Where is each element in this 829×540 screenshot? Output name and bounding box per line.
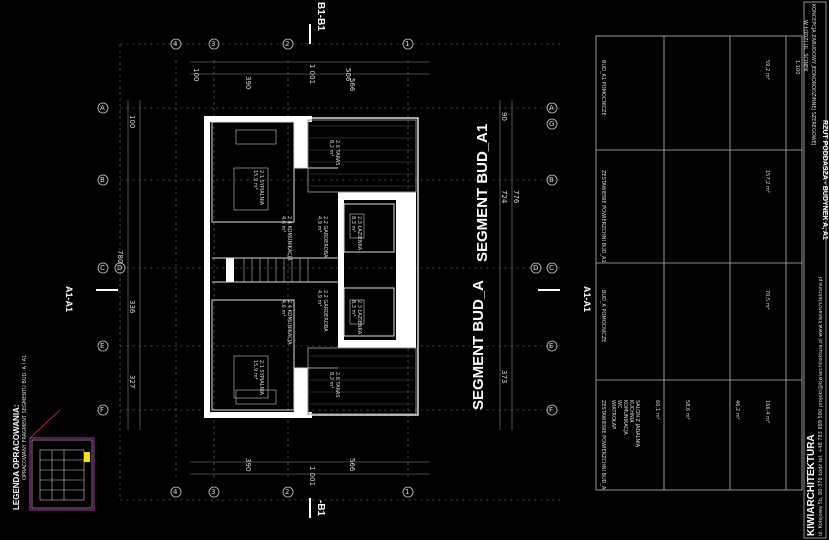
axis-label-c-right: C — [549, 264, 554, 272]
dim-bottom-b: 390 — [244, 458, 252, 472]
axis-label-b-left: B — [100, 176, 105, 184]
axis-label-4-bottom: 4 — [173, 488, 178, 496]
table-a-title: ZESTAWIENIE POWIERZCHNI BUD_A — [600, 400, 606, 490]
table-a-sum1: 58,6 m² — [684, 400, 690, 420]
table-a-sum2: 46,2 m² — [734, 400, 740, 420]
dim-left-c: 780 — [116, 250, 124, 264]
room-a-2-1: 2.1 SYPIALNIA — [258, 360, 264, 396]
table-a1-title: ZESTAWIENIE POWIERZCHNI BUD_A1 — [600, 170, 606, 263]
dim-left-a: 100 — [128, 115, 136, 129]
axis-label-2-bottom: 2 — [285, 488, 290, 496]
dim-right-c: 373 — [500, 370, 508, 384]
room-a-2-4: 2.4 KOMUNIKACJA — [286, 300, 292, 345]
axis-label-e-right: E — [549, 342, 554, 350]
section-b1-bottom: -B1 — [315, 500, 326, 517]
axis-label-d-left: D — [117, 264, 123, 272]
room-a1-2-6-area: 8,2 m² — [328, 140, 334, 157]
title-project: KONCEPCJA ZABUDOWY JEDNORODZINNEJ SZEREG… — [810, 4, 816, 146]
table-a-row-0-5: SALON Z JADALNIĄ — [634, 400, 640, 447]
room-a1-2-1: 2.1 SYPIALNIA — [258, 170, 264, 206]
axis-label-e-left: E — [100, 342, 105, 350]
dim-bottom-a: 566 — [348, 458, 356, 472]
room-a1-2-3-area: 8,3 m² — [350, 216, 356, 233]
room-a1-2-3: 2.3 ŁAZIENKA — [356, 216, 362, 251]
title-location: W ŁODZI UL. ŚCINEK — [802, 20, 808, 72]
axis-label-1-bottom: 1 — [405, 488, 410, 496]
segment-a1-label: SEGMENT BUD_A1 — [474, 123, 491, 262]
axis-label-1-top: 1 — [405, 40, 410, 48]
room-a-2-6-area: 8,2 m² — [328, 372, 334, 389]
legend-frame — [29, 437, 95, 511]
axis-label-g-right: G — [549, 120, 555, 128]
dim-bottom: 1 001 — [308, 466, 316, 487]
axis-label-c-left: C — [100, 264, 105, 272]
room-a1-2-6: 2.6 TARAS — [334, 140, 340, 166]
room-a-2-4-area: 4,6 m² — [280, 300, 286, 317]
firm-name: KIWIARCHITEKTURA — [806, 434, 817, 536]
dim-top-inner-a: 390 — [244, 76, 252, 90]
section-a1-left: A1-A1 — [64, 286, 74, 313]
axis-label-3-bottom: 3 — [211, 488, 216, 496]
axis-label-a-left: A — [100, 104, 105, 112]
axis-label-d-right: D — [533, 264, 539, 272]
axis-label-b-right: B — [549, 176, 554, 184]
axis-label-a-right: A — [549, 104, 554, 112]
axis-label-3-top: 3 — [211, 40, 216, 48]
room-a-2-3-area: 8,3 m² — [350, 300, 356, 317]
room-a-2-2: 2.2 GARDEROBA — [322, 290, 328, 332]
table-a-total: 166,4 m² — [764, 400, 770, 423]
room-a-2-1-area: 15,9 m² — [252, 360, 258, 380]
dim-right-b: 724 — [500, 190, 508, 204]
legend-caption: OPRACOWANY FRAGMENT SEGMENTU BUD. A I A1 — [22, 354, 28, 480]
section-a1-right: A1-A1 — [582, 286, 592, 313]
room-a1-2-2-area: 4,9 m² — [316, 216, 322, 233]
room-a1-2-2: 2.2 GARDEROBA — [322, 216, 328, 258]
legend-title: LEGENDA OPRACOWANIA: — [12, 404, 21, 510]
room-a-2-6: 2.6 TARAS — [334, 372, 340, 398]
dim-left-d: 336 — [128, 300, 136, 314]
room-a-2-3: 2.3 ŁAZIENKA — [356, 300, 362, 335]
table-a-extra-title: BUD_A POMOCNICZE — [600, 290, 606, 343]
dim-right-a: 776 — [512, 190, 520, 204]
table-a1-extra-total: 59,2 m² — [764, 60, 770, 80]
dim-top-inner-b: 566 — [348, 78, 356, 92]
axis-label-4-top: 4 — [173, 40, 178, 48]
room-a-2-2-area: 4,9 m² — [316, 290, 322, 307]
dim-right-d: 90 — [500, 112, 508, 121]
title-drawing: RZUT PODDASZA - BUDYNEK A, A1 — [821, 120, 828, 240]
title-scale: 1:100 — [794, 60, 800, 75]
table-a-sum0: 60,1 m² — [654, 400, 660, 420]
segment-a-label: SEGMENT BUD_A — [470, 279, 487, 410]
room-a1-2-4: 2.4 KOMUNIKACJA — [286, 216, 292, 261]
dim-top-mid: 1 001 — [308, 64, 316, 85]
table-a1-extra-title: BUD_A1 POMOCNICZE — [600, 60, 606, 116]
table-a1-total: 157,2 m² — [764, 170, 770, 193]
legend-highlight-swatch — [84, 452, 90, 462]
axis-label-2-top: 2 — [285, 40, 290, 48]
axis-label-f-left: F — [100, 406, 105, 414]
room-a1-2-4-area: 4,6 m² — [280, 216, 286, 233]
axis-label-f-right: F — [549, 406, 554, 414]
room-a1-2-1-area: 15,9 m² — [252, 170, 258, 190]
dim-top-left: 100 — [192, 68, 200, 82]
firm-address: ul. Kolejowa 5b, 80-378 Łódź tel. +48 78… — [818, 276, 824, 536]
dim-left-b: 327 — [128, 375, 136, 389]
table-a-extra-total: 70,5 m² — [764, 290, 770, 310]
section-b1-top: B1-B1 — [315, 2, 326, 31]
